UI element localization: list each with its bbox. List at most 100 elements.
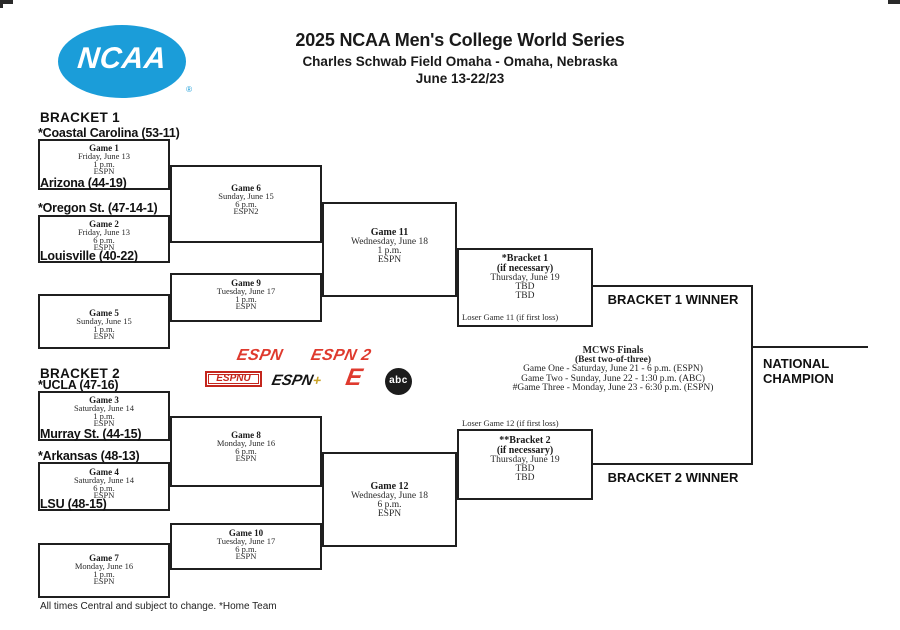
game-11-time: 1 p.m. bbox=[377, 246, 402, 256]
game-4-date: Saturday, June 14 bbox=[73, 475, 135, 485]
bracket1-winner-label: BRACKET 1 WINNER bbox=[607, 292, 739, 307]
team-oregon-state: *Oregon St. (47-14-1) bbox=[38, 201, 158, 215]
finals-connector-line bbox=[751, 285, 753, 465]
game-8-title: Game 8 bbox=[231, 430, 261, 440]
game-5-info: Game 5 Sunday, June 15 1 p.m. ESPN bbox=[40, 309, 168, 341]
page-title: 2025 NCAA Men's College World Series bbox=[295, 30, 625, 50]
game-6-title: Game 6 bbox=[231, 183, 261, 193]
game-8-info: Game 8 Monday, June 16 6 p.m. ESPN bbox=[172, 431, 320, 463]
team-louisville: Louisville (40-22) bbox=[40, 249, 138, 263]
national-champion-label: NATIONAL CHAMPION bbox=[763, 356, 834, 386]
bracket1-if-necessary-tbd2: TBD bbox=[515, 291, 535, 301]
game-7-title: Game 7 bbox=[89, 553, 119, 563]
game-4-box: Game 4 Saturday, June 14 6 p.m. ESPN bbox=[38, 462, 170, 511]
game-8-box: Game 8 Monday, June 16 6 p.m. ESPN bbox=[170, 416, 322, 487]
game-11-title: Game 11 bbox=[370, 227, 409, 238]
espn-plus-text: ESPN bbox=[270, 372, 315, 389]
game-9-box: Game 9 Tuesday, June 17 1 p.m. ESPN bbox=[170, 273, 322, 322]
game-10-network: ESPN bbox=[235, 551, 257, 561]
header: 2025 NCAA Men's College World Series Cha… bbox=[230, 30, 690, 86]
finals-game-one: Game One - Saturday, June 21 - 6 p.m. (E… bbox=[523, 364, 703, 374]
game-12-date: Wednesday, June 18 bbox=[351, 491, 428, 501]
game-11-info: Game 11 Wednesday, June 18 1 p.m. ESPN bbox=[324, 228, 455, 265]
game-6-date: Sunday, June 15 bbox=[218, 191, 274, 201]
game-11-box: Game 11 Wednesday, June 18 1 p.m. ESPN bbox=[322, 202, 457, 297]
bracket2-if-necessary-date: Thursday, June 19 bbox=[490, 455, 560, 465]
game-5-network: ESPN bbox=[93, 331, 115, 341]
game-11-network: ESPN bbox=[377, 255, 402, 265]
espn2-logo: ESPN 2 bbox=[309, 347, 373, 364]
game-7-network: ESPN bbox=[93, 576, 115, 586]
corner-artifact-left-v bbox=[0, 0, 3, 8]
team-coastal-carolina: *Coastal Carolina (53-11) bbox=[38, 126, 180, 140]
game-5-box: Game 5 Sunday, June 15 1 p.m. ESPN bbox=[38, 294, 170, 349]
game-4-info: Game 4 Saturday, June 14 6 p.m. ESPN bbox=[40, 468, 168, 500]
game-6-network: ESPN2 bbox=[233, 206, 259, 216]
game-6-time: 6 p.m. bbox=[235, 198, 257, 209]
game-5-time: 1 p.m. bbox=[93, 323, 115, 334]
game-6-box: Game 6 Sunday, June 15 6 p.m. ESPN2 bbox=[170, 165, 322, 243]
espn-e-logo: E bbox=[343, 364, 365, 391]
game-10-info: Game 10 Tuesday, June 17 6 p.m. ESPN bbox=[172, 529, 320, 561]
corner-artifact-right bbox=[888, 0, 900, 4]
game-1-network: ESPN bbox=[93, 166, 115, 176]
game-9-info: Game 9 Tuesday, June 17 1 p.m. ESPN bbox=[172, 279, 320, 311]
game-11-date: Wednesday, June 18 bbox=[351, 237, 428, 247]
game-2-network: ESPN bbox=[93, 242, 115, 252]
game-6-info: Game 6 Sunday, June 15 6 p.m. ESPN2 bbox=[172, 184, 320, 216]
game-8-date: Monday, June 16 bbox=[216, 438, 276, 448]
loser-game-11-line: Loser Game 11 (if first loss) bbox=[462, 312, 559, 322]
game-12-network: ESPN bbox=[377, 509, 402, 519]
bracket2-winner-line bbox=[591, 463, 753, 465]
finals-title: MCWS Finals bbox=[582, 345, 644, 356]
team-murray-state: Murray St. (44-15) bbox=[40, 427, 142, 441]
bracket1-if-necessary-info: *Bracket 1 (if necessary) Thursday, June… bbox=[459, 254, 591, 301]
bracket2-if-necessary-box: Loser Game 12 (if first loss) **Bracket … bbox=[457, 418, 593, 500]
game-5-title: Game 5 bbox=[89, 308, 119, 318]
game-12-time: 6 p.m. bbox=[377, 500, 402, 510]
abc-logo: abc bbox=[385, 368, 412, 395]
game-8-network: ESPN bbox=[235, 453, 257, 463]
game-10-time: 6 p.m. bbox=[235, 543, 257, 554]
bracket1-if-necessary-box: *Bracket 1 (if necessary) Thursday, June… bbox=[457, 248, 593, 327]
game-3-title: Game 3 bbox=[89, 395, 119, 405]
game-1-date: Friday, June 13 bbox=[77, 151, 131, 161]
team-arkansas: *Arkansas (48-13) bbox=[38, 449, 140, 463]
game-9-time: 1 p.m. bbox=[235, 293, 257, 304]
registered-mark: ® bbox=[186, 85, 192, 94]
espnu-logo: ESPNU bbox=[205, 371, 262, 387]
bracket2-winner-label: BRACKET 2 WINNER bbox=[607, 470, 739, 485]
bracket1-if-necessary-title: *Bracket 1 bbox=[501, 253, 549, 264]
game-1-time: 1 p.m. bbox=[93, 158, 115, 169]
game-10-box: Game 10 Tuesday, June 17 6 p.m. ESPN bbox=[170, 523, 322, 570]
game-4-network: ESPN bbox=[93, 490, 115, 500]
national-champion-line bbox=[751, 346, 868, 348]
game-8-time: 6 p.m. bbox=[235, 445, 257, 456]
game-9-date: Tuesday, June 17 bbox=[216, 286, 276, 296]
ncaa-logo: NCAA ® bbox=[58, 25, 192, 98]
game-9-network: ESPN bbox=[235, 301, 257, 311]
game-3-info: Game 3 Saturday, June 14 1 p.m. ESPN bbox=[40, 396, 168, 428]
bracket2-label: BRACKET 2 bbox=[40, 366, 120, 381]
mcws-finals-block: MCWS Finals (Best two-of-three) Game One… bbox=[468, 346, 758, 394]
game-3-time: 1 p.m. bbox=[93, 410, 115, 421]
game-12-box: Game 12 Wednesday, June 18 6 p.m. ESPN bbox=[322, 452, 457, 547]
game-4-title: Game 4 bbox=[89, 467, 119, 477]
espn-logo: ESPN bbox=[235, 347, 285, 364]
bracket1-if-necessary-note: (if necessary) bbox=[496, 263, 554, 274]
game-1-title: Game 1 bbox=[89, 143, 119, 153]
finals-game-three: #Game Three - Monday, June 23 - 6:30 p.m… bbox=[512, 383, 714, 393]
finals-format: (Best two-of-three) bbox=[574, 354, 652, 365]
loser-game-12-line: Loser Game 12 (if first loss) bbox=[462, 418, 559, 428]
game-2-info: Game 2 Friday, June 13 6 p.m. ESPN bbox=[40, 220, 168, 252]
game-3-date: Saturday, June 14 bbox=[73, 403, 135, 413]
game-2-box: Game 2 Friday, June 13 6 p.m. ESPN bbox=[38, 215, 170, 263]
game-7-date: Monday, June 16 bbox=[74, 561, 134, 571]
footer-note: All times Central and subject to change.… bbox=[40, 601, 277, 612]
venue-line: Charles Schwab Field Omaha - Omaha, Nebr… bbox=[302, 54, 618, 69]
game-7-time: 1 p.m. bbox=[93, 568, 115, 579]
game-2-title: Game 2 bbox=[89, 219, 119, 229]
ncaa-logo-wordmark: NCAA bbox=[75, 42, 169, 75]
bracket1-winner-line bbox=[591, 285, 753, 287]
espn-plus-logo: ESPN+ bbox=[270, 372, 323, 389]
